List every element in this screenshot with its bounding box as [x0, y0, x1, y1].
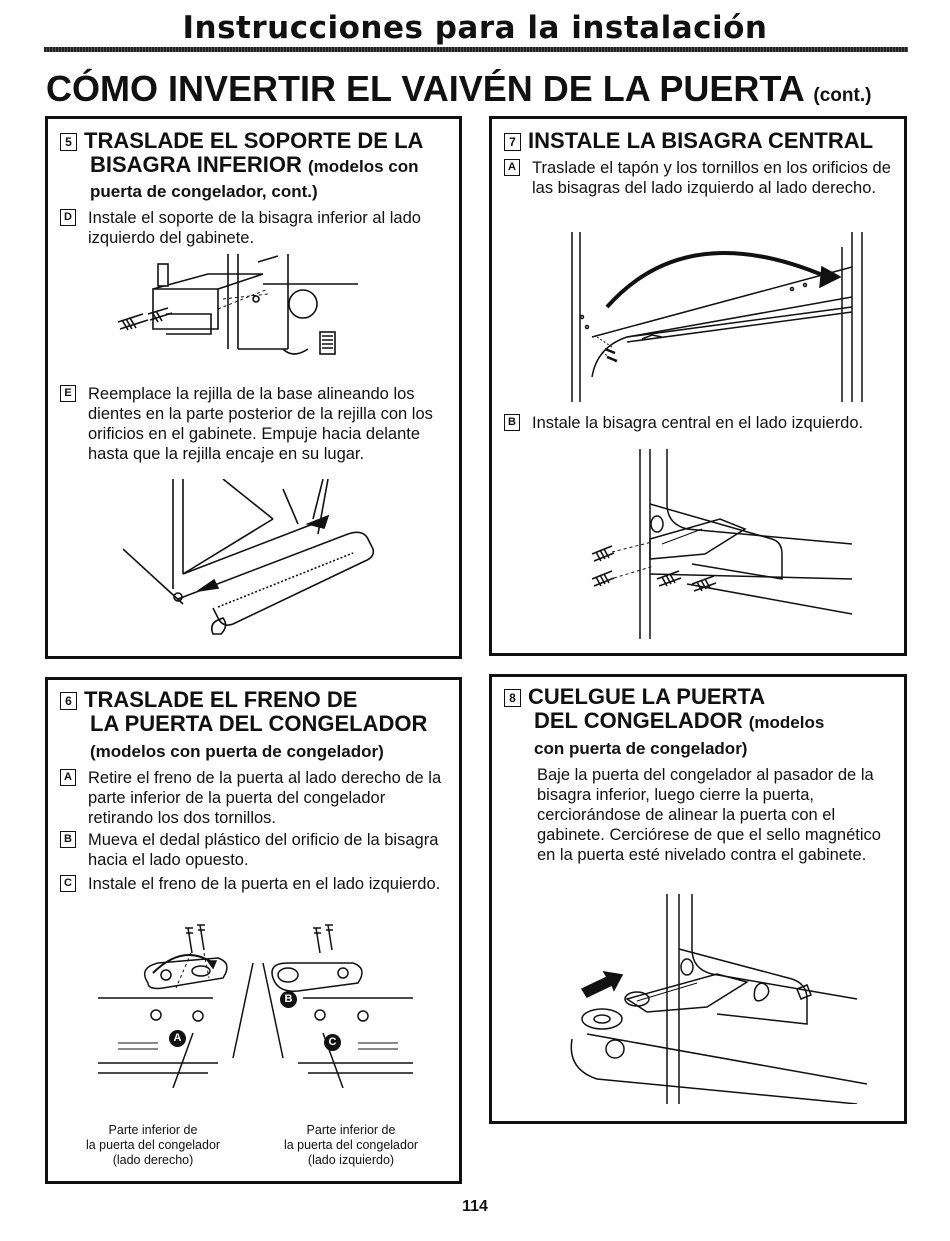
- section-5-step-d: D Instale el soporte de la bisagra infer…: [60, 208, 440, 248]
- caption-left-line3: (lado derecho): [112, 1153, 194, 1167]
- step-text: Instale la bisagra central en el lado iz…: [532, 414, 864, 432]
- base-grille-illustration: [123, 479, 375, 635]
- step-text: Traslade el tapón y los tornillos en los…: [532, 159, 891, 197]
- step-letter: B: [60, 831, 76, 848]
- section-5-step-e: E Reemplace la rejilla de la base alinea…: [60, 384, 445, 464]
- caption-right-line2: la puerta del congelador: [283, 1138, 419, 1152]
- section-6-number: 6: [60, 692, 77, 710]
- header-title: Instrucciones para la instalación: [182, 10, 768, 46]
- section-8-number: 8: [504, 689, 521, 707]
- marker-c: C: [324, 1034, 341, 1051]
- step-letter: A: [504, 159, 520, 176]
- step-letter: D: [60, 209, 76, 226]
- section-5-title-line1: TRASLADE EL SOPORTE DE LA: [84, 128, 424, 153]
- caption-left-line1: Parte inferior de: [108, 1123, 198, 1137]
- caption-right-line3: (lado izquierdo): [307, 1153, 395, 1167]
- step-letter: E: [60, 385, 76, 402]
- section-7-step-a: A Traslade el tapón y los tornillos en l…: [504, 158, 899, 198]
- section-5-title: 5 TRASLADE EL SOPORTE DE LA BISAGRA INFER…: [60, 129, 423, 179]
- section-7-title: 7 INSTALE LA BISAGRA CENTRAL: [504, 129, 873, 153]
- section-7-title-line1: INSTALE LA BISAGRA CENTRAL: [528, 128, 874, 153]
- section-8-body: Baje la puerta del congelador al pasador…: [537, 766, 881, 864]
- caption-left: Parte inferior de la puerta del congelad…: [63, 1123, 243, 1168]
- section-6-step-c: C Instale el freno de la puerta en el la…: [60, 874, 450, 894]
- caption-right-line1: Parte inferior de: [306, 1123, 396, 1137]
- door-stop-illustration: [98, 924, 413, 1088]
- section-5-panel: 5 TRASLADE EL SOPORTE DE LA BISAGRA INFER…: [45, 116, 462, 659]
- marker-b: B: [280, 991, 297, 1008]
- header-rule: [44, 47, 908, 52]
- main-title-suffix: (cont.): [813, 85, 872, 106]
- section-8-panel: 8 CUELGUE LA PUERTA DEL CONGELADOR (model…: [489, 674, 907, 1124]
- section-5-subtitle: puerta de congelador, cont.): [90, 182, 318, 201]
- section-5-number: 5: [60, 133, 77, 151]
- section-8-title: 8 CUELGUE LA PUERTA DEL CONGELADOR (model…: [504, 685, 824, 735]
- caption-right: Parte inferior de la puerta del congelad…: [261, 1123, 441, 1168]
- hang-door-illustration: [570, 894, 868, 1104]
- section-6-step-a: A Retire el freno de la puerta al lado d…: [60, 768, 450, 828]
- step-letter: C: [60, 875, 76, 892]
- section-8-title-small: (modelos: [748, 713, 825, 732]
- page-number: 114: [462, 1198, 488, 1215]
- section-8-title-line2: DEL CONGELADOR: [534, 708, 743, 733]
- section-6-step-b: B Mueva el dedal plástico del orificio d…: [60, 830, 450, 870]
- section-6-title-line2: LA PUERTA DEL CONGELADOR: [90, 711, 428, 736]
- section-5-title-line2: BISAGRA INFERIOR: [90, 152, 302, 177]
- section-8-subtitle: con puerta de congelador): [534, 739, 748, 758]
- step-text: Reemplace la rejilla de la base alineand…: [88, 385, 433, 463]
- main-title: CÓMO INVERTIR EL VAIVÉN DE LA PUERTA (co…: [46, 68, 871, 110]
- step-text: Retire el freno de la puerta al lado der…: [88, 769, 442, 827]
- marker-a: A: [169, 1030, 186, 1047]
- section-6-subtitle: (modelos con puerta de congelador): [90, 742, 384, 761]
- step-text: Instale el soporte de la bisagra inferio…: [88, 209, 421, 247]
- section-7-number: 7: [504, 133, 521, 151]
- hinge-bracket-illustration: [117, 254, 358, 355]
- section-7-step-b: B Instale la bisagra central en el lado …: [504, 413, 899, 433]
- section-6-panel: 6 TRASLADE EL FRENO DE LA PUERTA DEL CONG…: [45, 677, 462, 1184]
- center-hinge-transfer-illustration: [571, 232, 863, 402]
- step-text: Instale el freno de la puerta en el lado…: [88, 875, 441, 893]
- section-8-title-line1: CUELGUE LA PUERTA: [528, 684, 766, 709]
- caption-left-line2: la puerta del congelador: [85, 1138, 221, 1152]
- section-6-title-line1: TRASLADE EL FRENO DE: [84, 687, 358, 712]
- step-letter: B: [504, 414, 520, 431]
- section-5-title-small: (modelos con: [307, 157, 419, 176]
- center-hinge-install-illustration: [591, 449, 853, 639]
- main-title-text: CÓMO INVERTIR EL VAIVÉN DE LA PUERTA: [46, 68, 804, 109]
- step-letter: A: [60, 769, 76, 786]
- step-text: Mueva el dedal plástico del orificio de …: [88, 831, 439, 869]
- section-6-title: 6 TRASLADE EL FRENO DE LA PUERTA DEL CONG…: [60, 688, 427, 736]
- section-7-panel: 7 INSTALE LA BISAGRA CENTRAL A Traslade e…: [489, 116, 907, 656]
